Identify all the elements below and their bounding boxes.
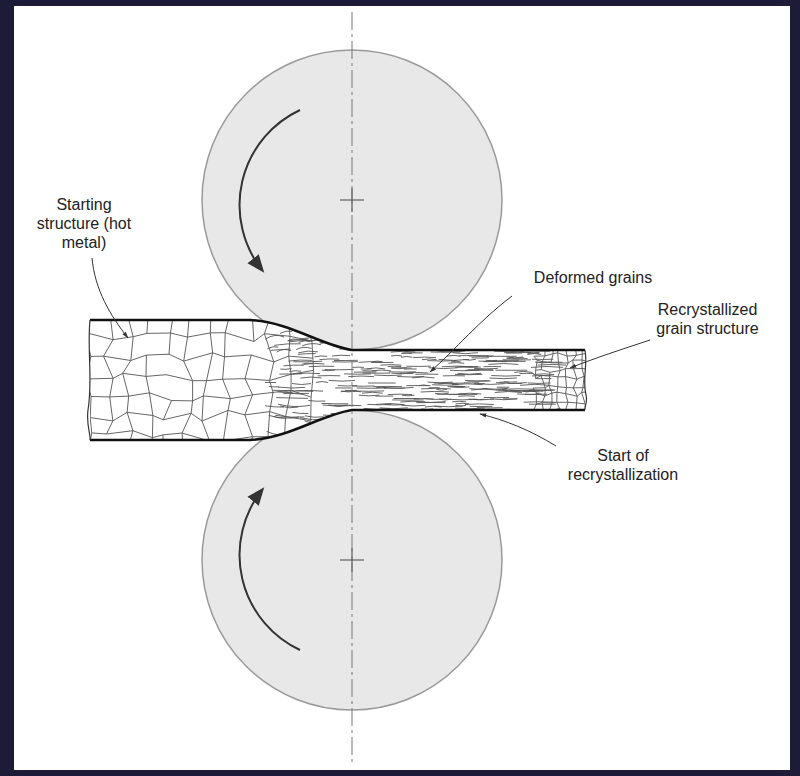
center-line xyxy=(352,12,353,766)
leader-line xyxy=(92,258,128,338)
callout-label: Recrystallized grain structure xyxy=(640,300,775,338)
rotation-arrow xyxy=(240,110,300,270)
leader-line xyxy=(570,340,650,368)
metal-strip xyxy=(90,320,585,440)
deformed-grains xyxy=(265,331,566,435)
callout-label: Start of recrystallization xyxy=(548,446,698,484)
recrystallized-grains xyxy=(533,344,601,429)
leader-line xyxy=(430,296,512,372)
strip-break xyxy=(88,320,587,440)
callout-label: Deformed grains xyxy=(498,268,688,287)
rotation-arrow xyxy=(240,490,300,650)
callout-label: Starting structure (hot metal) xyxy=(34,195,134,252)
equiaxed-grains xyxy=(82,312,314,482)
leader-line xyxy=(480,414,556,446)
strip-outline xyxy=(90,320,585,440)
